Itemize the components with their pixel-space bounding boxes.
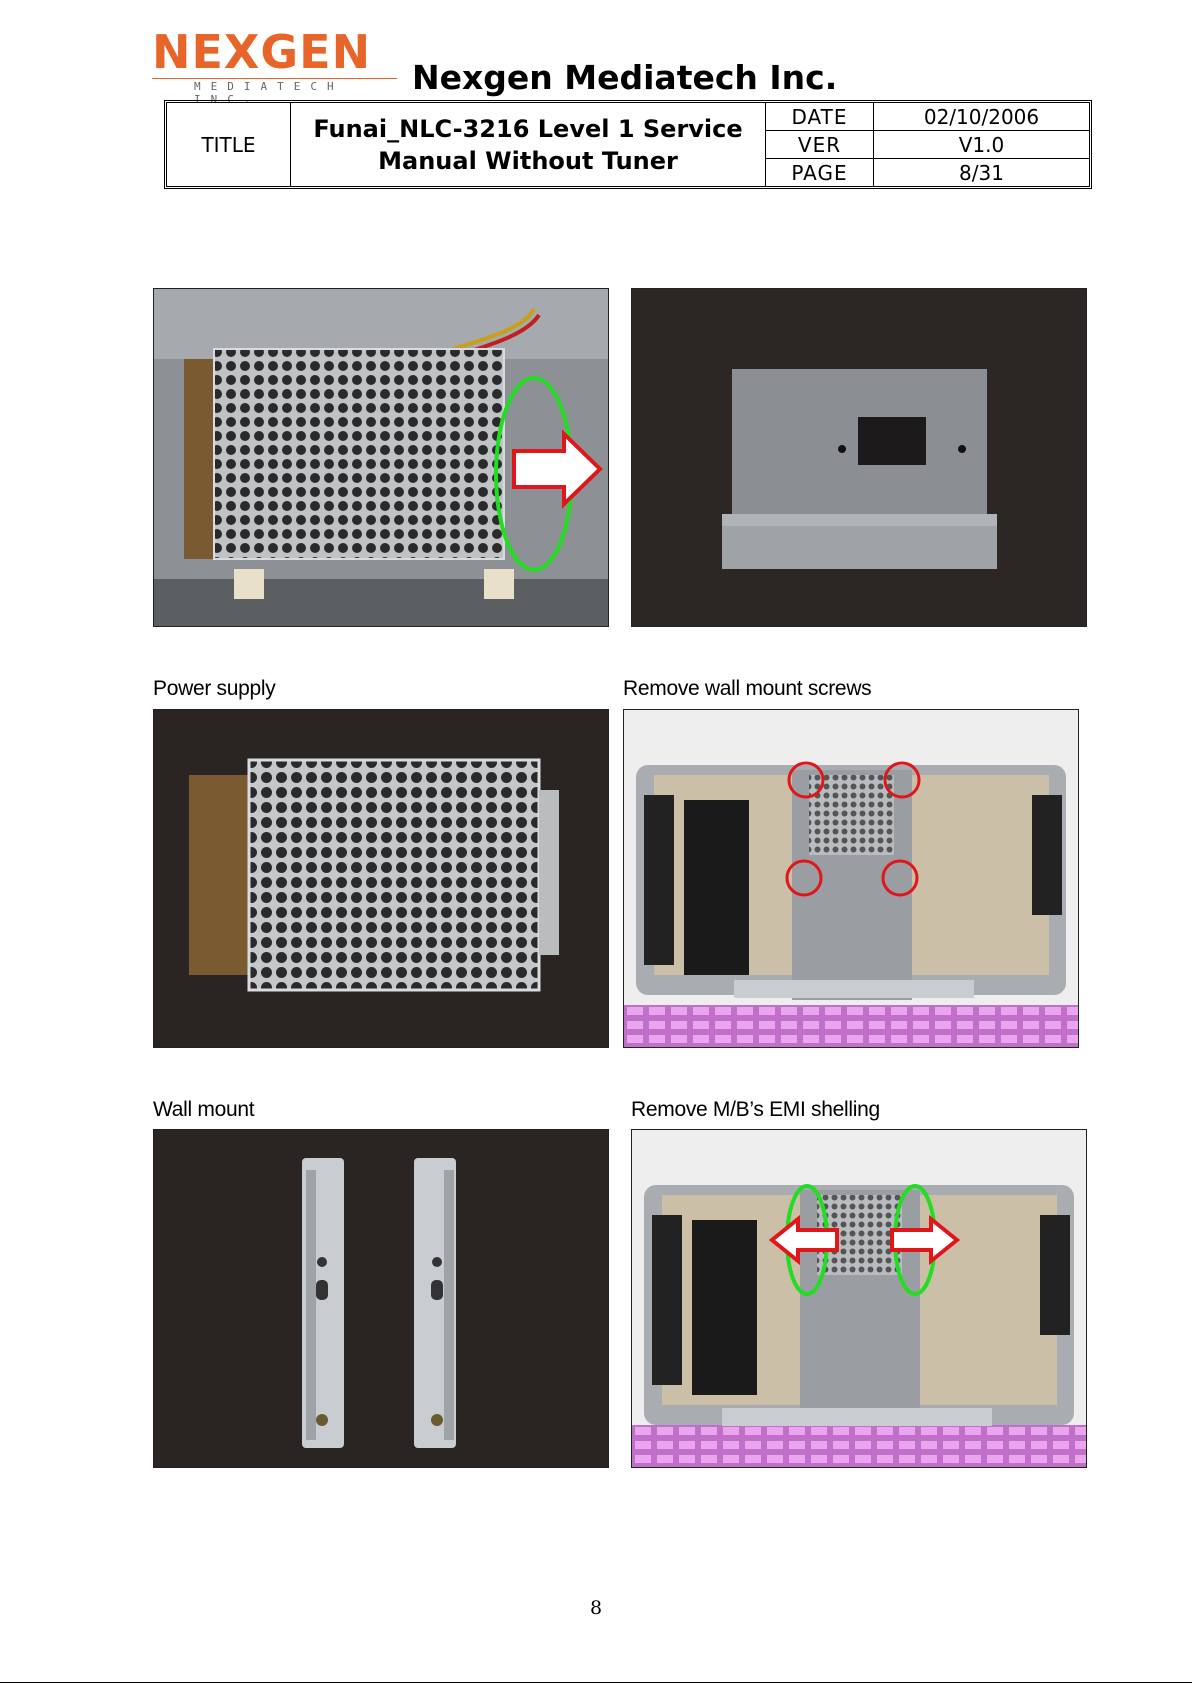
logo-wordmark: NEXGEN <box>152 26 397 78</box>
title-label: TITLE <box>167 103 290 186</box>
caption-power-supply: Power supply <box>153 677 275 701</box>
logo-rule <box>152 78 397 79</box>
photo-power-supply-removed <box>153 709 609 1048</box>
photo-wall-mount-brackets <box>153 1129 609 1468</box>
page-value: 8/31 <box>874 159 1089 186</box>
photo-wall-mount-screws <box>623 709 1079 1048</box>
date-value: 02/10/2006 <box>874 103 1089 130</box>
caption-remove-emi-shelling: Remove M/B’s EMI shelling <box>631 1098 880 1122</box>
document-header-table: TITLE Funai_NLC-3216 Level 1 Service Man… <box>164 100 1092 189</box>
photo-remove-emi-shelling <box>631 1129 1087 1468</box>
photo-power-supply-in-chassis <box>153 288 609 627</box>
caption-remove-wall-mount-screws: Remove wall mount screws <box>623 677 871 701</box>
document-title: Funai_NLC-3216 Level 1 Service Manual Wi… <box>291 103 765 186</box>
version-value: V1.0 <box>874 131 1089 158</box>
company-name: Nexgen Mediatech Inc. <box>412 58 837 98</box>
caption-wall-mount: Wall mount <box>153 1098 254 1122</box>
nexgen-logo: NEXGEN MEDIATECH INC. <box>152 30 397 94</box>
footer-rule <box>0 1682 1192 1683</box>
page-label: PAGE <box>766 159 873 186</box>
version-label: VER <box>766 131 873 158</box>
photo-power-supply-bracket <box>631 288 1087 627</box>
page-number: 8 <box>0 1597 1192 1619</box>
date-label: DATE <box>766 103 873 130</box>
